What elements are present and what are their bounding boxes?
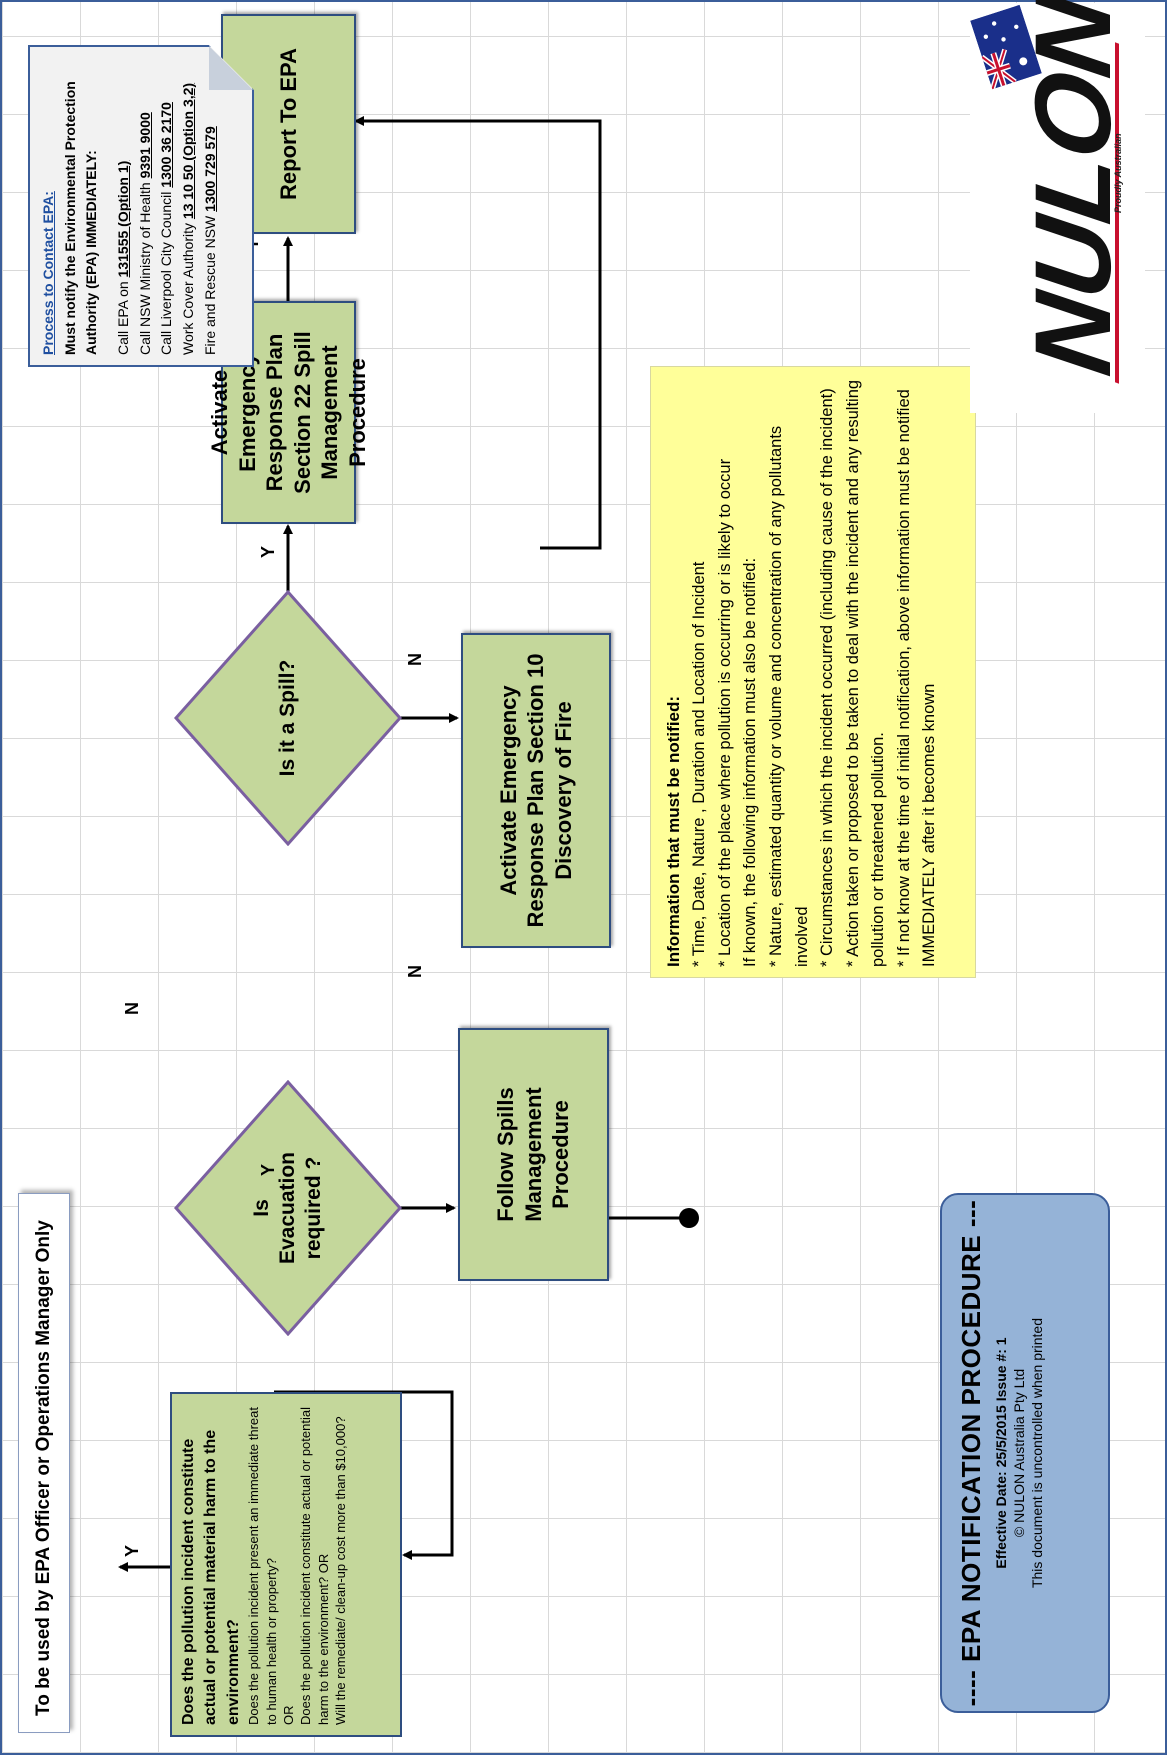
contact-label: Fire and Rescue NSW [201,211,218,355]
edge-activate-fire-to-report [354,116,602,550]
contact-label: Call Liverpool City Council [158,187,175,355]
question-line-1: Does the pollution incident present an i… [246,1407,279,1725]
contact-number: 1300 36 2170 [158,102,175,188]
evacuation-decision-diamond [174,1080,402,1336]
edge-label-yes-2: Y [258,1163,278,1176]
spill-decision-diamond [174,590,402,846]
edge-label-no-3: N [405,653,425,666]
effective-date: Effective Date: 25/5/2015 Issue #: 1 [993,1337,1009,1569]
edge-label-yes-3: Y [258,545,278,558]
question-line-2: OR [280,1705,296,1726]
edge-label-yes-1: Y [122,1544,142,1557]
contact-epa-note: Process to Contact EPA: Must notify the … [28,45,254,367]
info-line-1: * Time, Date, Nature , Duration and Loca… [690,561,709,967]
australian-flag-icon [970,4,1042,90]
procedure-title: ---- EPA NOTIFICATION PROCEDURE --- [956,1199,986,1707]
logo-tagline: Proudly Australian [1113,133,1123,213]
info-line-5: * Circumstances in which the incident oc… [818,388,837,967]
contact-label: Call EPA on [115,277,132,355]
report-to-epa-text: Report To EPA [275,48,301,200]
contact-title: Process to Contact EPA: [40,191,56,355]
contact-row: Call EPA on 131555 (Option 1) [113,57,135,355]
activate-fire-procedure-box: Activate Emergency Response Plan Section… [461,633,611,948]
question-title: Does the pollution incident constitute a… [180,1429,242,1725]
info-line-2: * Location of the place where pollution … [715,458,734,967]
logo-swoosh [1115,42,1119,384]
question-line-3: Does the pollution incident constitute a… [298,1407,331,1725]
contact-row: Call Liverpool City Council 1300 36 2170 [156,57,178,355]
contact-row: Fire and Rescue NSW 1300 729 579 [200,57,222,355]
info-title: Information that must be notified: [664,695,683,967]
nulon-logo: NULON Proudly Australian [970,0,1145,413]
contact-number: 13 10 50 (Option 3,2) [180,82,197,220]
contact-number: 1300 729 579 [201,126,218,212]
contact-row: Call NSW Ministry of Health 9391 9000 [135,57,157,355]
end-terminator-dot [679,1208,699,1228]
follow-spills-box: Follow Spills Management Procedure [458,1028,609,1281]
contact-number: 131555 (Option 1) [115,160,132,278]
evacuation-label: Is Evacuation required ? [249,1151,326,1265]
copyright-line: © NULON Australia Pty Ltd [1011,1368,1027,1538]
spill-label: Is it a Spill? [275,659,299,777]
procedure-title-panel: ---- EPA NOTIFICATION PROCEDURE --- Effe… [940,1193,1110,1713]
question-box: Does the pollution incident constitute a… [170,1392,402,1737]
edge-label-no-2: N [405,965,425,978]
question-line-4: Will the remediate/ clean-up cost more t… [333,1416,349,1725]
contact-label: Work Cover Authority [180,219,197,355]
follow-spills-text: Follow Spills Management Procedure [493,1087,574,1222]
contact-subtitle: Must notify the Environmental Protection… [61,81,100,355]
contact-label: Call NSW Ministry of Health [136,178,153,355]
info-line-6: * Action taken or proposed to be taken t… [843,379,888,967]
contact-row: Work Cover Authority 13 10 50 (Option 3,… [178,57,200,355]
info-line-7: * If not know at the time of initial not… [894,389,939,967]
contact-number: 9391 9000 [136,112,153,179]
uncontrolled-note: This document is uncontrolled when print… [1029,1317,1045,1589]
info-line-4: * Nature, estimated quantity or volume a… [767,425,811,967]
activate-fire-text: Activate Emergency Response Plan Section… [495,653,576,928]
edge-label-no-1: N [122,1002,142,1015]
required-information-box: Information that must be notified: * Tim… [650,366,976,978]
info-line-3: If known, the following information must… [741,557,760,967]
